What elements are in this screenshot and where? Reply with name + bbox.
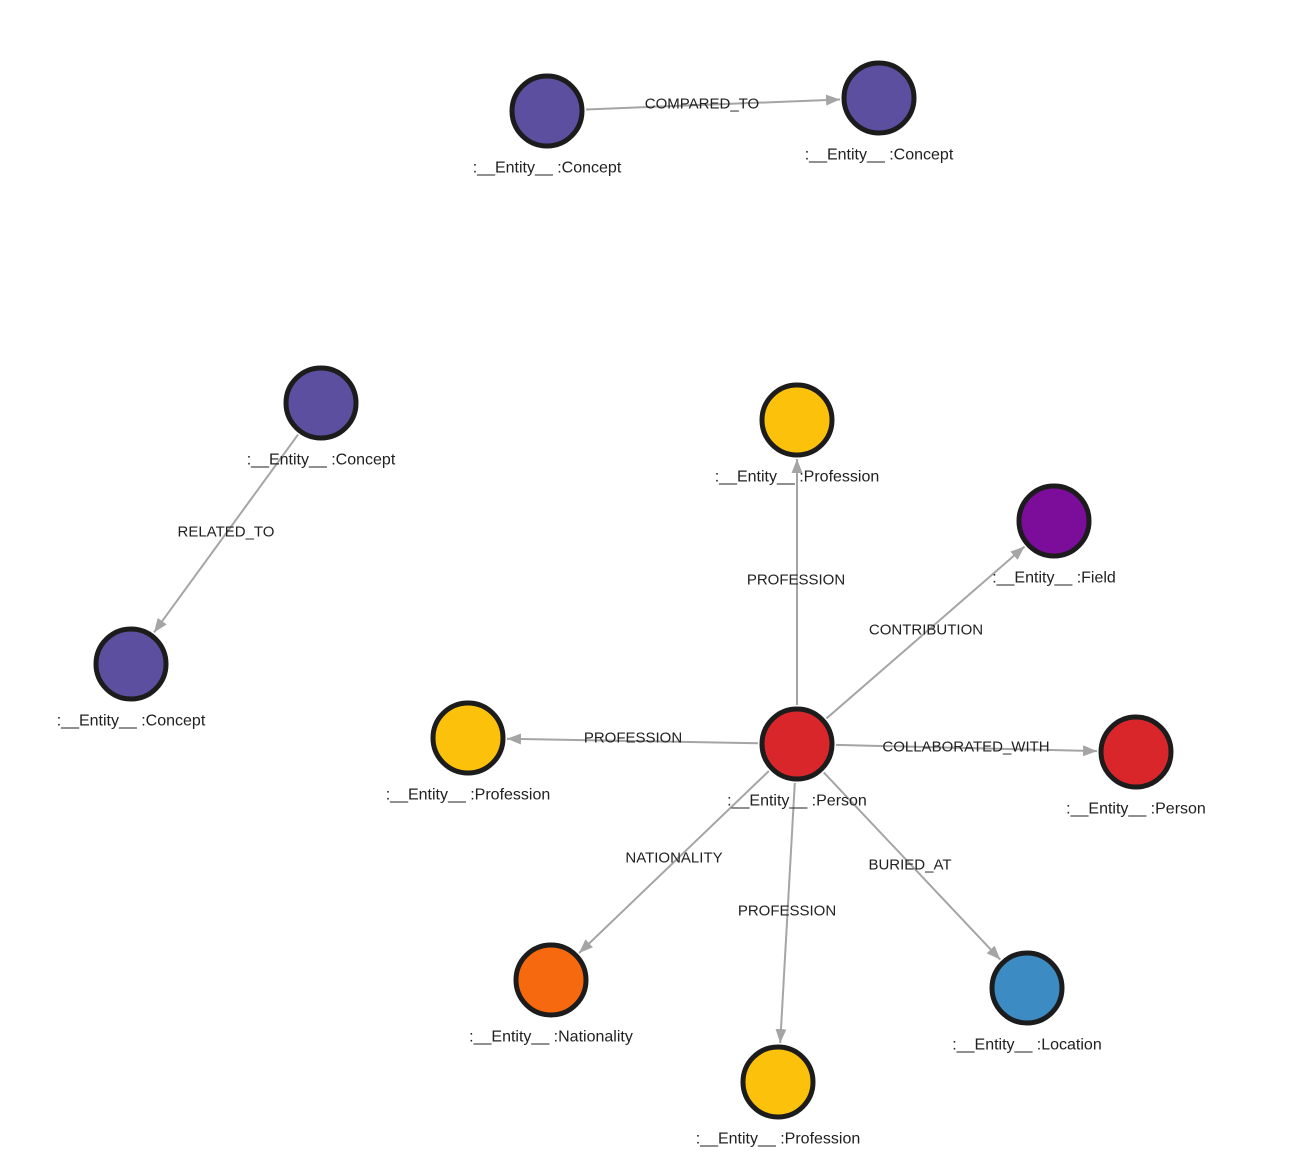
node-caption-concept-1: :__Entity__ :Concept bbox=[473, 160, 622, 177]
node-person-2[interactable] bbox=[1098, 714, 1174, 790]
node-caption-location-1: :__Entity__ :Location bbox=[952, 1037, 1101, 1054]
relationship-line-contribution-3[interactable] bbox=[825, 545, 1026, 720]
relationship-label-profession-5[interactable]: PROFESSION bbox=[584, 730, 682, 747]
relationship-label-profession-7[interactable]: PROFESSION bbox=[738, 903, 836, 920]
relationship-line-related-to-1[interactable] bbox=[153, 433, 299, 634]
node-profession-2[interactable] bbox=[430, 700, 506, 776]
relationship-label-collaborated-with-4[interactable]: COLLABORATED_WITH bbox=[882, 739, 1049, 756]
node-caption-person-1: :__Entity__ :Person bbox=[727, 793, 867, 810]
nodes-layer bbox=[93, 60, 1174, 1120]
labels-layer: COMPARED_TO RELATED_TO PROFESSION CONTRIBUT… bbox=[57, 96, 1206, 1148]
relationship-line-collaborated-with-4[interactable] bbox=[835, 743, 1098, 757]
node-caption-profession-1: :__Entity__ :Profession bbox=[715, 469, 880, 486]
relationship-line-profession-5[interactable] bbox=[506, 733, 759, 745]
relationship-label-contribution-3[interactable]: CONTRIBUTION bbox=[869, 622, 983, 639]
node-location-1[interactable] bbox=[989, 950, 1065, 1026]
node-caption-profession-3: :__Entity__ :Profession bbox=[696, 1131, 861, 1148]
relationship-label-buried-at-8[interactable]: BURIED_AT bbox=[868, 857, 951, 874]
node-caption-concept-3: :__Entity__ :Concept bbox=[247, 452, 396, 469]
node-concept-2[interactable] bbox=[841, 60, 917, 136]
relationship-label-related-to-1[interactable]: RELATED_TO bbox=[178, 524, 275, 541]
relationship-line-profession-7[interactable] bbox=[775, 782, 796, 1044]
node-concept-4[interactable] bbox=[93, 626, 169, 702]
node-caption-concept-4: :__Entity__ :Concept bbox=[57, 713, 206, 730]
node-caption-nationality-1: :__Entity__ :Nationality bbox=[469, 1029, 633, 1046]
relationship-label-profession-2[interactable]: PROFESSION bbox=[747, 572, 845, 589]
relationship-label-nationality-6[interactable]: NATIONALITY bbox=[625, 850, 722, 867]
node-concept-3[interactable] bbox=[283, 365, 359, 441]
node-profession-3[interactable] bbox=[740, 1044, 816, 1120]
relationship-line-buried-at-8[interactable] bbox=[823, 771, 1001, 961]
node-field-1[interactable] bbox=[1016, 483, 1092, 559]
node-person-1[interactable] bbox=[759, 706, 835, 782]
node-caption-concept-2: :__Entity__ :Concept bbox=[805, 147, 954, 164]
relationship-line-nationality-6[interactable] bbox=[578, 770, 770, 954]
node-caption-field-1: :__Entity__ :Field bbox=[992, 570, 1116, 587]
edges-layer bbox=[153, 94, 1098, 1044]
node-profession-1[interactable] bbox=[759, 382, 835, 458]
relationship-label-compared-to-0[interactable]: COMPARED_TO bbox=[645, 96, 759, 113]
node-caption-profession-2: :__Entity__ :Profession bbox=[386, 787, 551, 804]
node-nationality-1[interactable] bbox=[513, 942, 589, 1018]
node-caption-person-2: :__Entity__ :Person bbox=[1066, 801, 1206, 818]
relationship-line-compared-to-0[interactable] bbox=[585, 94, 841, 111]
node-concept-1[interactable] bbox=[509, 73, 585, 149]
